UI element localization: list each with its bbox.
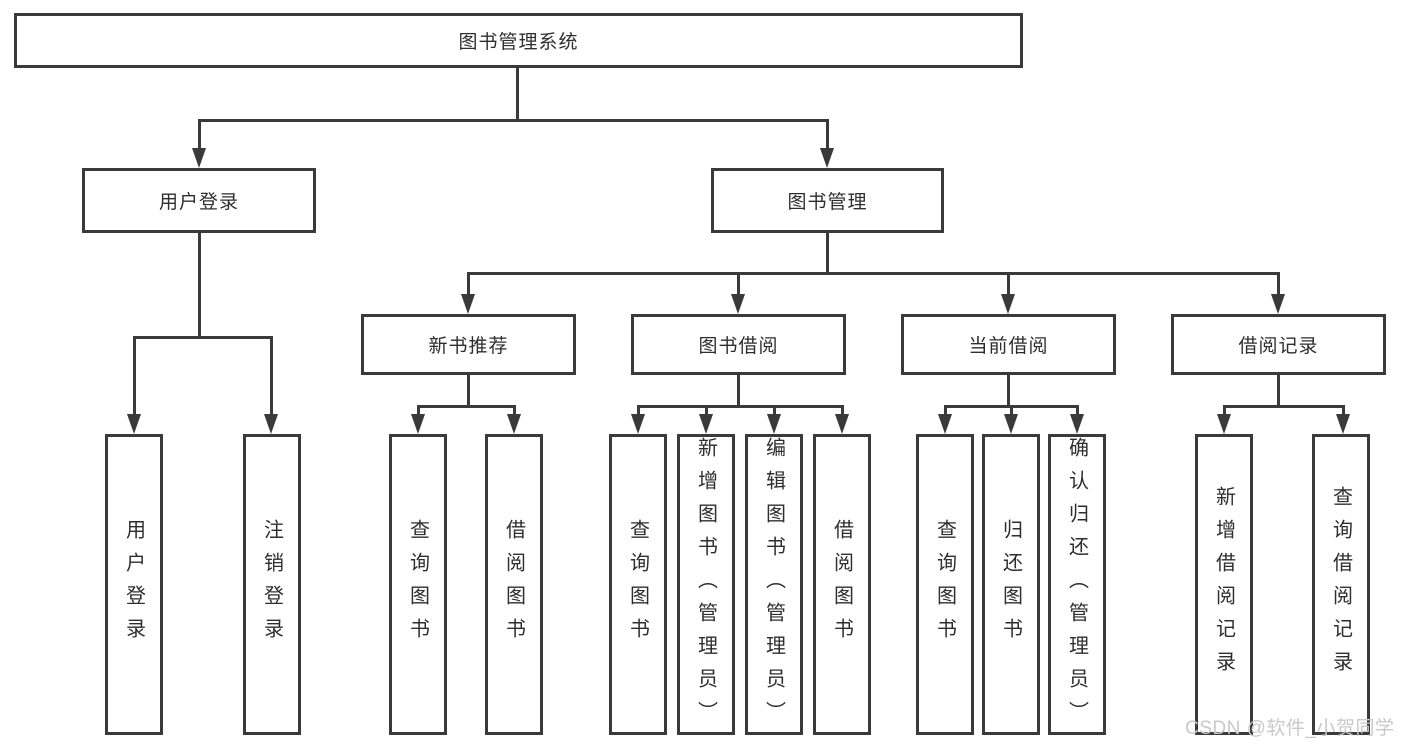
leaf-add-books-admin: 新增图书（管理员） <box>677 434 735 735</box>
node-new-book-recommend: 新书推荐 <box>361 314 576 375</box>
connector-recommend-stub <box>467 272 470 295</box>
node-current-borrowing: 当前借阅 <box>901 314 1116 375</box>
connector-stub <box>705 405 708 416</box>
leaf-query-books-recommend: 查询图书 <box>389 434 447 735</box>
connector-login-leaf1-stub <box>133 336 136 415</box>
leaf-confirm-return-admin: 确认归还（管理员） <box>1048 434 1106 735</box>
leaf-query-books-current: 查询图书 <box>916 434 974 735</box>
connector-stub <box>841 405 844 416</box>
connector-login-rail <box>133 336 273 339</box>
connector-stub <box>417 405 420 416</box>
connector-recommend-drop <box>467 375 470 408</box>
connector-records-stub <box>1277 272 1280 295</box>
connector-stub <box>513 405 516 416</box>
leaf-edit-books-admin: 编辑图书（管理员） <box>745 434 803 735</box>
connector-recommend-rail <box>417 405 516 408</box>
arrow-down-icon <box>461 294 475 314</box>
connector-stub <box>773 405 776 416</box>
connector-login-leaf2-stub <box>270 336 273 415</box>
arrow-down-icon <box>1001 294 1015 314</box>
csdn-watermark: CSDN @软件_小贺同学 <box>1185 718 1395 739</box>
arrow-down-icon <box>1070 414 1084 434</box>
connector-level2-rail <box>198 119 829 122</box>
connector-login-drop <box>198 233 201 337</box>
node-user-login: 用户登录 <box>82 168 316 233</box>
node-library-system: 图书管理系统 <box>14 13 1023 68</box>
connector-records-drop <box>1277 375 1280 408</box>
connector-stub <box>1342 405 1345 416</box>
arrow-down-icon <box>411 414 425 434</box>
connector-stub <box>1010 405 1013 416</box>
arrow-down-icon <box>767 414 781 434</box>
arrow-down-icon <box>938 414 952 434</box>
connector-current-stub <box>1007 272 1010 295</box>
arrow-down-icon <box>192 148 206 168</box>
connector-records-rail <box>1223 405 1343 408</box>
arrow-down-icon <box>1271 294 1285 314</box>
connector-mgmt-drop <box>826 233 829 274</box>
leaf-query-borrow-record: 查询借阅记录 <box>1312 434 1370 735</box>
connector-root-drop <box>516 68 519 120</box>
leaf-borrow-books-recommend: 借阅图书 <box>485 434 543 735</box>
connector-borrow-drop <box>737 375 740 408</box>
node-borrowing-records: 借阅记录 <box>1171 314 1386 375</box>
connector-stub <box>1223 405 1226 416</box>
connector-borrow-stub <box>737 272 740 295</box>
arrow-down-icon <box>820 148 834 168</box>
leaf-return-books: 归还图书 <box>982 434 1040 735</box>
arrow-down-icon <box>264 414 278 434</box>
connector-stub <box>944 405 947 416</box>
leaf-logout: 注销登录 <box>243 434 301 735</box>
arrow-down-icon <box>731 294 745 314</box>
arrow-down-icon <box>127 414 141 434</box>
leaf-add-borrow-record: 新增借阅记录 <box>1195 434 1253 735</box>
arrow-down-icon <box>1336 414 1350 434</box>
connector-login-stub <box>198 119 201 150</box>
arrow-down-icon <box>631 414 645 434</box>
arrow-down-icon <box>1217 414 1231 434</box>
leaf-borrow-books: 借阅图书 <box>813 434 871 735</box>
arrow-down-icon <box>835 414 849 434</box>
arrow-down-icon <box>1004 414 1018 434</box>
node-book-management: 图书管理 <box>711 168 944 233</box>
connector-mgmt-stub <box>826 119 829 150</box>
leaf-user-login: 用户登录 <box>105 434 163 735</box>
arrow-down-icon <box>699 414 713 434</box>
arrow-down-icon <box>507 414 521 434</box>
leaf-query-books-borrow: 查询图书 <box>609 434 667 735</box>
connector-borrow-rail <box>637 405 844 408</box>
connector-current-drop <box>1007 375 1010 408</box>
connector-stub <box>1076 405 1079 416</box>
node-book-borrowing: 图书借阅 <box>631 314 846 375</box>
connector-stub <box>637 405 640 416</box>
connector-level3-rail <box>467 272 1280 275</box>
